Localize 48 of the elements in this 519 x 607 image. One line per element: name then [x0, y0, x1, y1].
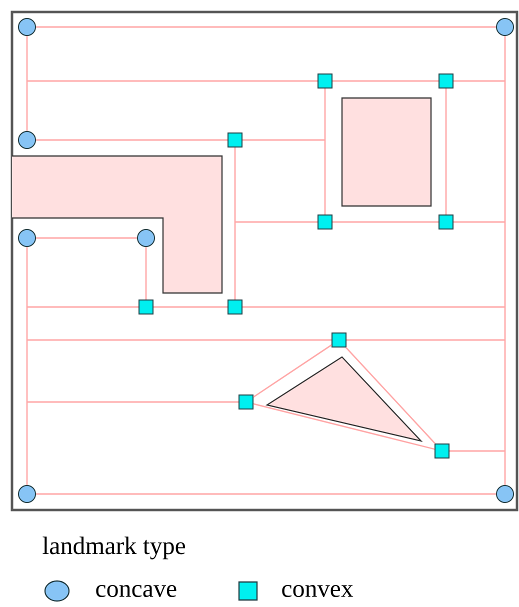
- path-line: [36, 26, 496, 28]
- path-line: [235, 221, 318, 223]
- landmark-square: [228, 132, 242, 148]
- legend-label: convex: [282, 585, 354, 598]
- path-line: [234, 148, 236, 300]
- landmark-square: [438, 74, 454, 88]
- path-line: [27, 80, 318, 82]
- path-line: [27, 401, 238, 403]
- path-line: [253, 344, 332, 398]
- landmark-square: [318, 214, 332, 230]
- path-line: [36, 237, 137, 239]
- path-line: [26, 36, 28, 131]
- landmark-circle: [496, 485, 514, 503]
- path-line: [324, 88, 326, 214]
- landmark-circle: [18, 18, 36, 36]
- path-line: [36, 139, 228, 141]
- landmark-circle: [496, 18, 514, 36]
- path-line: [450, 450, 505, 452]
- landmark-square: [438, 214, 454, 230]
- landmark-square: [434, 444, 450, 458]
- path-line: [454, 221, 505, 223]
- path-line: [332, 80, 438, 82]
- legend-label: concave: [96, 585, 176, 598]
- path-line: [253, 403, 435, 450]
- landmark-circle: [18, 131, 36, 149]
- landmark-square: [318, 74, 332, 88]
- path-line: [26, 247, 28, 485]
- landmark-square: [138, 300, 154, 314]
- landmark-circle: [137, 229, 155, 247]
- path-line: [345, 347, 436, 444]
- path-line: [332, 221, 438, 223]
- path-line: [154, 306, 228, 308]
- path-line: [27, 306, 138, 308]
- path-line: [242, 139, 325, 141]
- landmark-square: [238, 394, 254, 410]
- path-line: [36, 493, 496, 495]
- landmark-square: [228, 300, 242, 314]
- legend-title: landmark type: [42, 536, 186, 560]
- landmark-square: [332, 332, 346, 348]
- path-line: [504, 36, 506, 485]
- path-line: [242, 306, 505, 308]
- path-line: [454, 80, 505, 82]
- path-line: [445, 88, 447, 214]
- path-line: [27, 339, 332, 341]
- landmark-circle: [18, 485, 36, 503]
- path-line: [346, 339, 505, 341]
- path-line: [145, 247, 147, 300]
- landmark-circle: [18, 229, 36, 247]
